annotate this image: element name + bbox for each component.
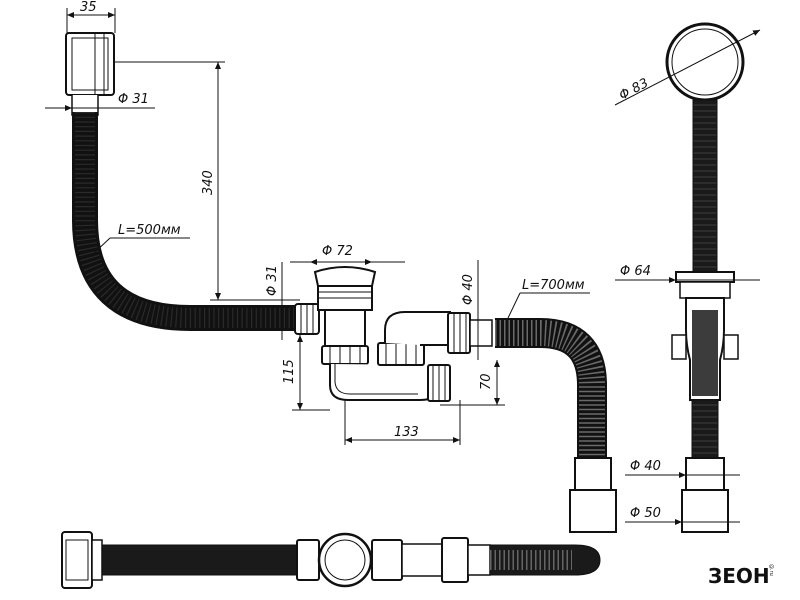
overflow-assembly <box>65 32 300 331</box>
logo-sub: @.ru <box>768 564 774 576</box>
logo-text: ЗЕОН <box>708 564 770 588</box>
dim-outlet-dia-40: Φ 40 <box>461 274 476 305</box>
dim-right-dia-64: Φ 64 <box>620 264 651 279</box>
dim-right-dia-83: Φ 83 <box>617 76 651 104</box>
dim-pipe-dia-40: Φ 40 <box>630 459 661 474</box>
dim-drain-dia: Φ 72 <box>322 244 353 259</box>
dim-width-133: 133 <box>394 425 419 440</box>
dim-overflow-dia: Φ 31 <box>118 92 149 107</box>
dim-height-340: 340 <box>201 170 216 195</box>
dim-top-width: 35 <box>80 0 97 15</box>
dim-height-70: 70 <box>479 373 494 390</box>
side-view <box>665 22 745 533</box>
hose-left-length: L=500мм <box>118 223 181 238</box>
hose-right <box>495 318 617 533</box>
drain-body <box>294 266 493 402</box>
dim-drain-outlet-dia: Φ 31 <box>265 265 280 296</box>
plan-view <box>61 531 601 589</box>
hose-right-length: L=700мм <box>522 278 585 293</box>
brand-logo: ЗЕОН @.ru <box>708 564 774 588</box>
dimension-lines <box>45 8 761 525</box>
dim-height-115: 115 <box>282 359 297 384</box>
dim-pipe-dia-50: Φ 50 <box>630 506 661 521</box>
